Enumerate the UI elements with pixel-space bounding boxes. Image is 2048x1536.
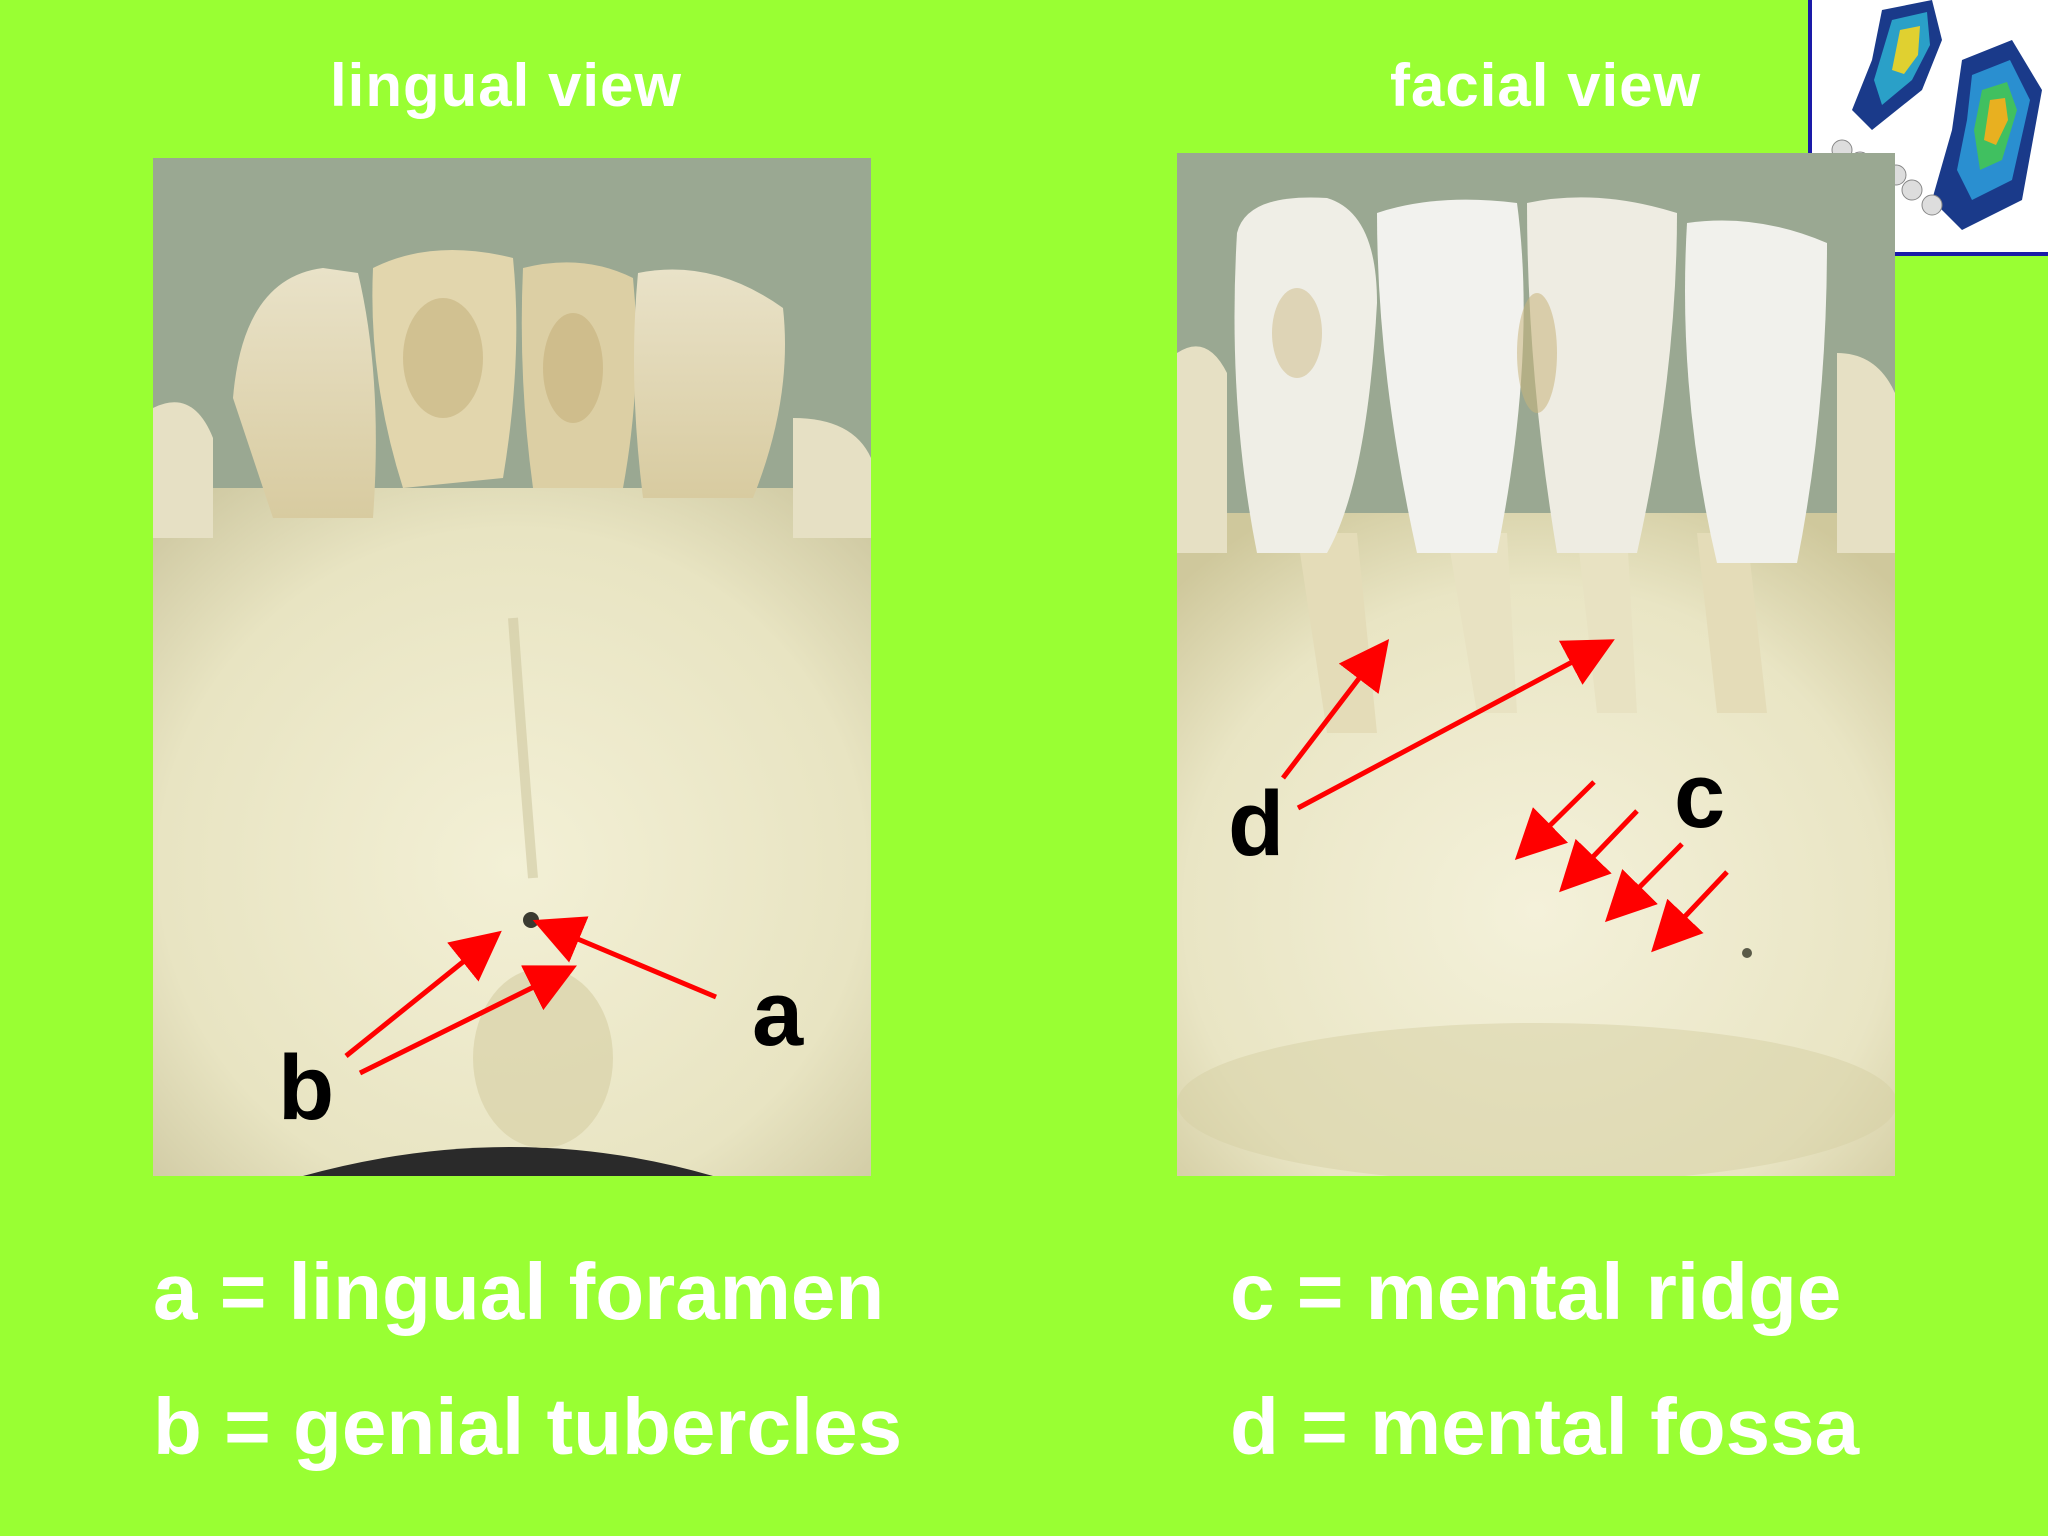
label-b: b	[278, 1037, 335, 1139]
legend-b: b = genial tubercles	[153, 1382, 903, 1471]
label-d: d	[1228, 773, 1285, 875]
facial-view-title: facial view	[1390, 52, 1702, 119]
label-c: c	[1674, 745, 1726, 847]
legend-c: c = mental ridge	[1230, 1247, 1842, 1336]
lingual-view-title: lingual view	[330, 52, 683, 119]
label-a: a	[752, 963, 804, 1065]
facial-view-photo	[1177, 153, 1895, 1176]
legend-d: d = mental fossa	[1230, 1382, 1860, 1471]
legend-a: a = lingual foramen	[153, 1247, 885, 1336]
